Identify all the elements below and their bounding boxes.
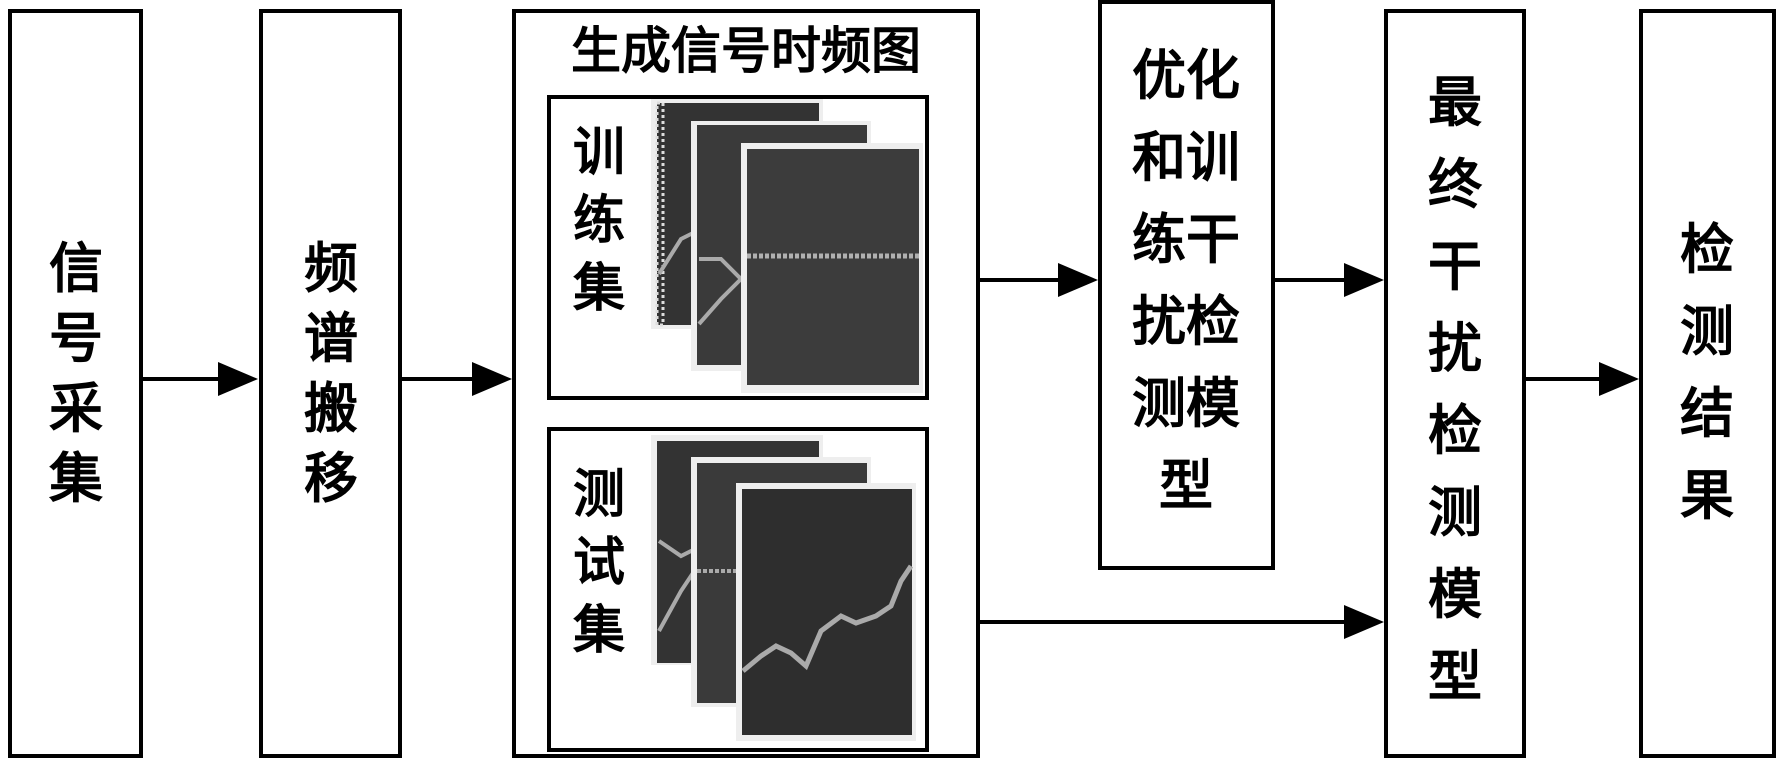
test-spectrograms [651,435,916,741]
detection-result-box: 检测结果 [1639,9,1776,758]
training-set-box: 训练集 [547,95,929,400]
training-spectrograms [651,99,923,393]
training-set-label: 训练集 [572,122,625,319]
spectrogram-image [736,483,916,741]
optimize-train-model-box: 优化和训练干扰检测模型 [1098,0,1275,570]
spectrum-shift-box: 频谱搬移 [259,9,402,758]
final-model-label: 最终干扰检测模型 [1428,70,1482,708]
detection-result-label: 检测结果 [1680,217,1734,527]
optimize-train-model-label: 优化和训练干扰检测模型 [1132,43,1240,517]
tf-maps-title: 生成信号时频图 [571,21,921,80]
spectrum-shift-label: 频谱搬移 [304,236,358,510]
test-set-label: 测试集 [572,464,625,661]
final-model-box: 最终干扰检测模型 [1384,9,1526,758]
signal-acquisition-box: 信号采集 [8,9,143,758]
test-set-box: 测试集 [547,427,929,752]
signal-acquisition-label: 信号采集 [49,236,103,510]
tf-maps-box: 生成信号时频图 训练集 测试集 [512,9,980,758]
spectrogram-image [741,143,923,393]
